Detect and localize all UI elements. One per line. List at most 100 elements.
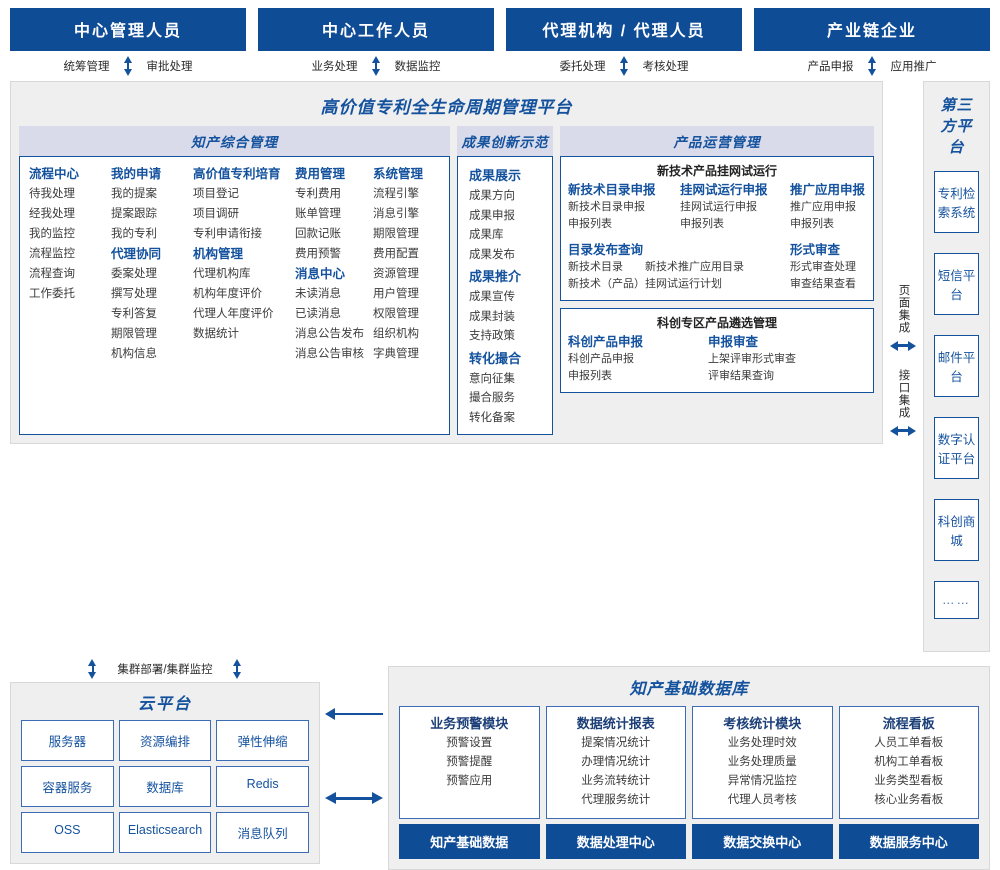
- menu-item[interactable]: 撰写处理: [111, 288, 157, 300]
- menu-group-title[interactable]: 费用管理: [295, 167, 346, 181]
- menu-group-title[interactable]: 新技术目录申报: [568, 183, 656, 197]
- menu-item[interactable]: 字典管理: [373, 348, 419, 360]
- role-title-center-staff[interactable]: 中心工作人员: [258, 8, 494, 51]
- menu-group-title[interactable]: 系统管理: [373, 167, 424, 181]
- menu-item[interactable]: 意向征集: [469, 372, 515, 385]
- database-card-item[interactable]: 办理情况统计: [581, 756, 651, 768]
- menu-item[interactable]: 我的专利: [111, 228, 157, 240]
- menu-group-title[interactable]: 推广应用申报: [790, 183, 866, 197]
- menu-item[interactable]: 新技术目录申报: [568, 201, 645, 213]
- database-card-item[interactable]: 预警应用: [446, 775, 493, 787]
- menu-group-title[interactable]: 消息中心: [295, 267, 346, 281]
- menu-group-title[interactable]: 代理协同: [111, 247, 162, 261]
- menu-item[interactable]: 挂网试运行申报: [680, 201, 757, 213]
- menu-item[interactable]: 科创产品申报: [568, 353, 634, 365]
- cloud-service-elasticsearch[interactable]: Elasticsearch: [118, 812, 212, 853]
- menu-item[interactable]: 成果发布: [469, 248, 515, 261]
- menu-item[interactable]: 我的监控: [29, 228, 75, 240]
- menu-group-title[interactable]: 挂网试运行申报: [680, 183, 768, 197]
- menu-item[interactable]: 项目登记: [193, 188, 239, 200]
- menu-item[interactable]: 项目调研: [193, 208, 239, 220]
- menu-item[interactable]: 未读消息: [295, 288, 341, 300]
- menu-item[interactable]: 组织机构: [373, 328, 419, 340]
- database-card-item[interactable]: 提案情况统计: [581, 737, 651, 749]
- menu-item[interactable]: 上架评审形式审查: [708, 353, 796, 365]
- menu-item[interactable]: 申报列表: [568, 370, 612, 382]
- menu-item[interactable]: 转化备案: [469, 411, 515, 424]
- menu-item[interactable]: 委案处理: [111, 268, 157, 280]
- cloud-service-redis[interactable]: Redis: [216, 766, 309, 807]
- menu-item[interactable]: 成果申报: [469, 209, 515, 222]
- menu-group-title[interactable]: 流程中心: [29, 167, 80, 181]
- database-card-item[interactable]: 业务处理时效: [727, 737, 797, 749]
- menu-group-title[interactable]: 目录发布查询: [568, 243, 644, 257]
- menu-item[interactable]: 新技术（产品）挂网试运行计划: [568, 278, 722, 290]
- menu-item[interactable]: 费用配置: [373, 248, 419, 260]
- menu-item[interactable]: 成果宣传: [469, 291, 515, 303]
- cloud-service-container[interactable]: 容器服务: [21, 766, 114, 807]
- cloud-service-message-queue[interactable]: 消息队列: [216, 812, 309, 853]
- menu-item[interactable]: 新技术目录 新技术推广应用目录: [568, 261, 744, 273]
- menu-item[interactable]: 账单管理: [295, 208, 341, 220]
- menu-item[interactable]: 成果库: [469, 229, 504, 241]
- menu-item[interactable]: 评审结果查询: [708, 370, 774, 382]
- database-footer-service-center[interactable]: 数据服务中心: [838, 824, 979, 859]
- menu-item[interactable]: 回款记账: [295, 228, 341, 240]
- menu-group-title[interactable]: 科创产品申报: [568, 335, 644, 349]
- menu-item[interactable]: 支持政策: [469, 330, 515, 342]
- database-footer-exchange-center[interactable]: 数据交换中心: [692, 824, 833, 859]
- menu-item[interactable]: 流程查询: [29, 268, 75, 280]
- menu-item[interactable]: 代理人年度评价: [193, 308, 274, 320]
- menu-item[interactable]: 期限管理: [373, 228, 419, 240]
- menu-group-title[interactable]: 成果推介: [469, 269, 522, 284]
- role-title-industry-enterprise[interactable]: 产业链企业: [754, 8, 990, 51]
- menu-item[interactable]: 流程引擎: [373, 188, 419, 200]
- database-card-item[interactable]: 人员工单看板: [874, 737, 944, 749]
- role-title-center-manager[interactable]: 中心管理人员: [10, 8, 246, 51]
- menu-item[interactable]: 提案跟踪: [111, 208, 157, 220]
- database-card-item[interactable]: 代理服务统计: [581, 794, 651, 806]
- menu-item[interactable]: 工作委托: [29, 288, 75, 300]
- menu-item[interactable]: 撮合服务: [469, 392, 515, 404]
- menu-item[interactable]: 推广应用申报: [790, 201, 856, 213]
- menu-item[interactable]: 申报列表: [680, 218, 724, 230]
- database-card-item[interactable]: 预警设置: [446, 737, 493, 749]
- menu-item[interactable]: 机构年度评价: [193, 288, 262, 300]
- database-card-item[interactable]: 业务流转统计: [581, 775, 651, 787]
- database-footer-basic-data[interactable]: 知产基础数据: [399, 824, 540, 859]
- database-card-item[interactable]: 机构工单看板: [874, 756, 944, 768]
- database-card-item[interactable]: 代理人员考核: [727, 794, 797, 806]
- menu-item[interactable]: 消息公告发布: [295, 328, 364, 340]
- menu-group-title[interactable]: 机构管理: [193, 247, 244, 261]
- menu-group-title[interactable]: 转化撮合: [469, 350, 522, 366]
- menu-item[interactable]: 期限管理: [111, 328, 157, 340]
- menu-item[interactable]: 流程监控: [29, 248, 75, 260]
- menu-group-title[interactable]: 成果展示: [469, 168, 522, 183]
- cloud-service-elastic-scaling[interactable]: 弹性伸缩: [216, 720, 309, 761]
- cloud-service-server[interactable]: 服务器: [21, 720, 114, 761]
- role-title-agency[interactable]: 代理机构 / 代理人员: [506, 8, 742, 51]
- menu-item[interactable]: 消息公告审核: [295, 348, 364, 360]
- menu-item[interactable]: 消息引擎: [373, 208, 419, 220]
- menu-item[interactable]: 数据统计: [193, 328, 239, 340]
- database-card-item[interactable]: 异常情况监控: [727, 775, 797, 787]
- menu-item[interactable]: 专利申请衔接: [193, 228, 262, 240]
- menu-item[interactable]: 已读消息: [295, 308, 341, 320]
- database-card-item[interactable]: 核心业务看板: [874, 794, 944, 806]
- third-party-item-email[interactable]: 邮件平台: [934, 335, 979, 397]
- cloud-service-database[interactable]: 数据库: [118, 766, 212, 807]
- menu-group-title[interactable]: 高价值专利培育: [193, 167, 281, 181]
- menu-item[interactable]: 成果封装: [469, 310, 515, 323]
- cloud-service-resource-orchestration[interactable]: 资源编排: [118, 720, 212, 761]
- database-card-item[interactable]: 业务类型看板: [874, 775, 944, 787]
- menu-item[interactable]: 审查结果查看: [790, 278, 856, 290]
- menu-group-title[interactable]: 申报审查: [708, 335, 759, 349]
- menu-item[interactable]: 形式审查处理: [790, 261, 856, 273]
- menu-item[interactable]: 资源管理: [373, 268, 419, 280]
- third-party-item-sci-tech-mall[interactable]: 科创商城: [934, 499, 979, 561]
- menu-item[interactable]: 申报列表: [790, 218, 834, 230]
- third-party-item-more[interactable]: ……: [934, 581, 979, 619]
- menu-item[interactable]: 用户管理: [373, 288, 419, 300]
- menu-item[interactable]: 权限管理: [373, 308, 419, 320]
- database-card-item[interactable]: 预警提醒: [446, 756, 493, 768]
